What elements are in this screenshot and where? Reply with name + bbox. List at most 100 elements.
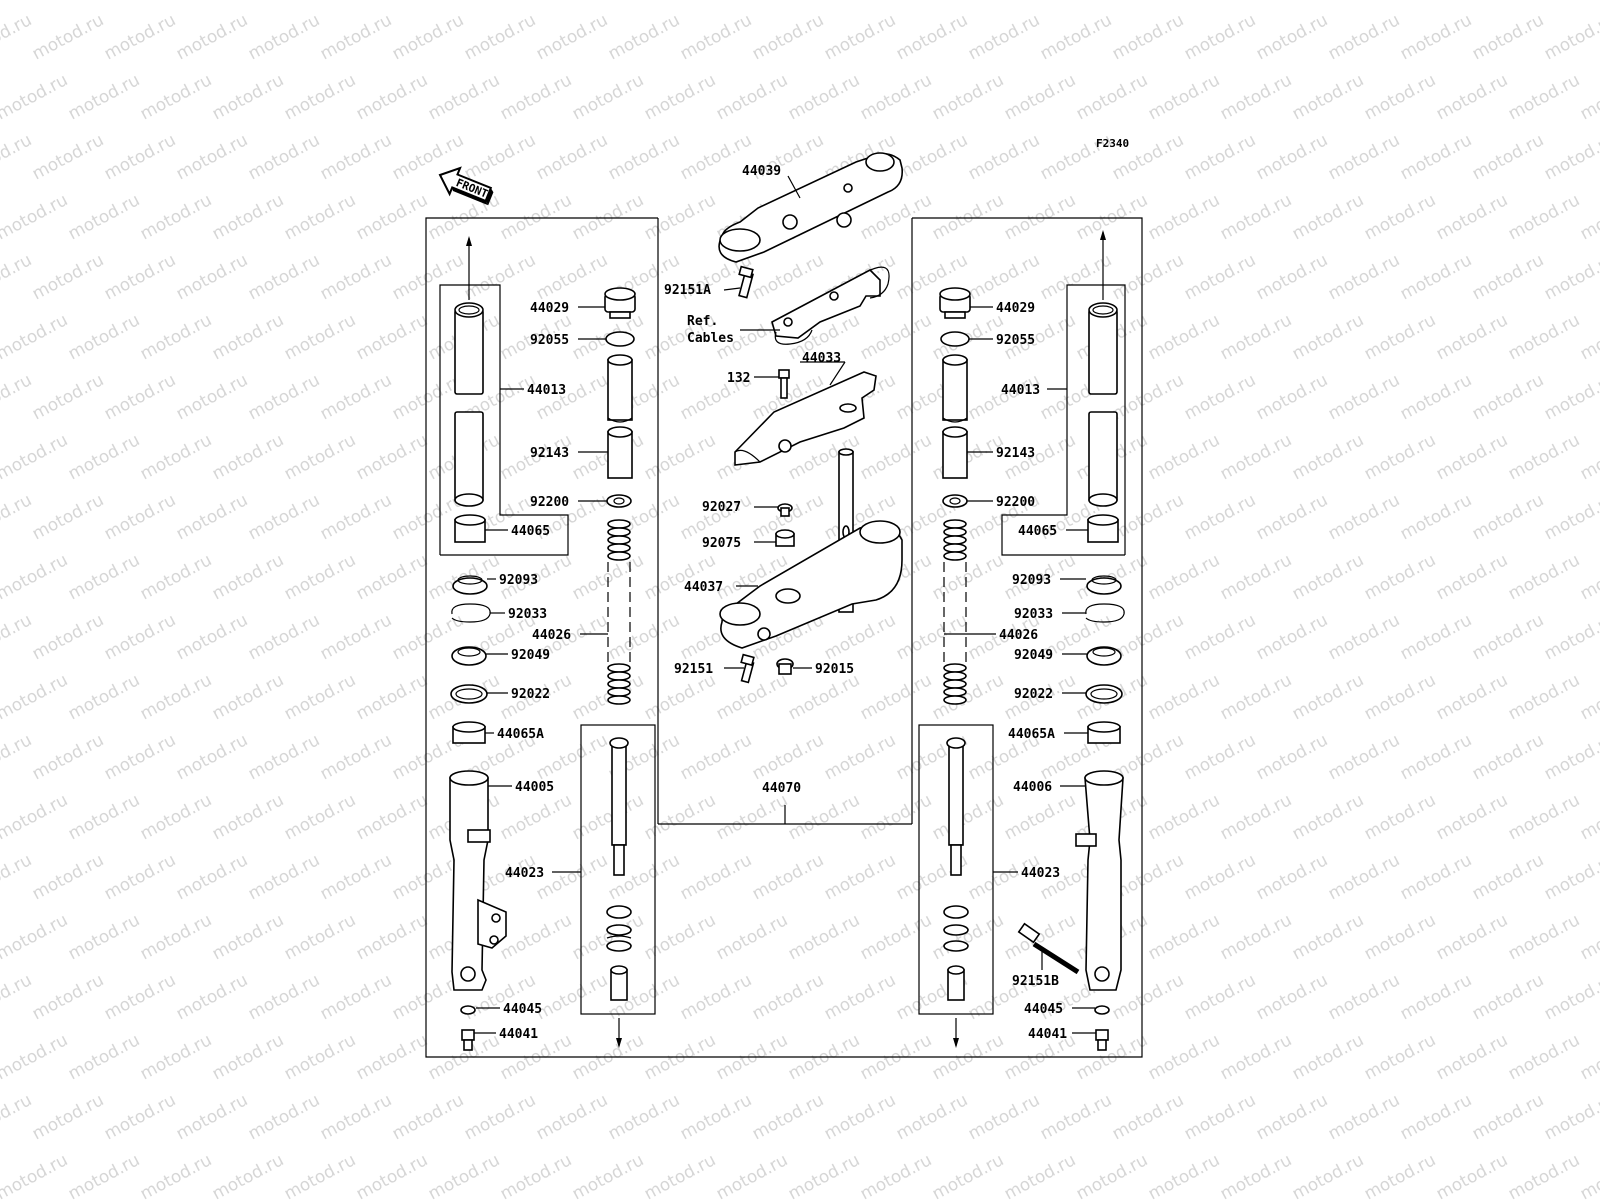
watermark-text: motod.ru (0, 670, 71, 724)
watermark-text: motod.ru (605, 10, 683, 64)
part-labels: 44039 92151A Ref. Cables 44033 132 92027… (497, 164, 1067, 1042)
watermark-text: motod.ru (1181, 730, 1259, 784)
watermark-text: motod.ru (713, 1150, 791, 1200)
label-right-44041: 44041 (1028, 1027, 1067, 1042)
cable-bracket (771, 266, 890, 345)
watermark-text: motod.ru (1433, 790, 1511, 844)
watermark-text: motod.ru (713, 0, 791, 4)
watermark-text: motod.ru (1361, 1150, 1439, 1200)
watermark-text: motod.ru (641, 190, 719, 244)
watermark-text: motod.ru (713, 790, 791, 844)
watermark-text: motod.ru (209, 670, 287, 724)
watermark-text: motod.ru (1145, 1030, 1223, 1084)
watermark-text: motod.ru (137, 790, 215, 844)
label-right-92055: 92055 (996, 333, 1035, 348)
watermark-text: motod.ru (1397, 850, 1475, 904)
watermark-text: motod.ru (749, 10, 827, 64)
watermark-text: motod.ru (749, 1090, 827, 1144)
watermark-text: motod.ru (1541, 850, 1600, 904)
watermark-text: motod.ru (1505, 310, 1583, 364)
watermark-text: motod.ru (857, 0, 935, 4)
watermark-text: motod.ru (353, 550, 431, 604)
watermark-text: motod.ru (749, 250, 827, 304)
watermark-text: motod.ru (137, 1030, 215, 1084)
watermark-text: motod.ru (281, 1030, 359, 1084)
watermark-text: motod.ru (0, 370, 35, 424)
watermark-text: motod.ru (1505, 190, 1583, 244)
watermark-text: motod.ru (497, 70, 575, 124)
watermark-text: motod.ru (569, 190, 647, 244)
watermark-text: motod.ru (1325, 370, 1403, 424)
washer-92027 (777, 503, 793, 517)
watermark-text: motod.ru (1361, 190, 1439, 244)
watermark-text: motod.ru (1217, 190, 1295, 244)
bolt-132 (778, 369, 790, 399)
watermark-text: motod.ru (605, 610, 683, 664)
watermark-text: motod.ru (1361, 550, 1439, 604)
watermark-text: motod.ru (1577, 1030, 1600, 1084)
watermark-text: motod.ru (317, 730, 395, 784)
watermark-text: motod.ru (1469, 1090, 1547, 1144)
watermark-text: motod.ru (353, 1150, 431, 1200)
watermark-text: motod.ru (533, 970, 611, 1024)
watermark-text: motod.ru (857, 670, 935, 724)
watermark-text: motod.ru (1325, 850, 1403, 904)
watermark-text: motod.ru (353, 910, 431, 964)
watermark-text: motod.ru (1145, 310, 1223, 364)
watermark-text: motod.ru (1577, 0, 1600, 4)
watermark-text: motod.ru (137, 190, 215, 244)
label-left-44065a: 44065A (497, 727, 544, 742)
label-44006: 44006 (1013, 780, 1052, 795)
watermark-text: motod.ru (1541, 130, 1600, 184)
watermark-text: motod.ru (1289, 0, 1367, 4)
watermark-text: motod.ru (893, 1090, 971, 1144)
watermark-text: motod.ru (245, 730, 323, 784)
watermark-text: motod.ru (317, 610, 395, 664)
watermark-text: motod.ru (1109, 1090, 1187, 1144)
watermark-text: motod.ru (101, 970, 179, 1024)
nut-92015 (776, 658, 794, 675)
watermark-text: motod.ru (641, 790, 719, 844)
watermark-text: motod.ru (569, 70, 647, 124)
watermark-text: motod.ru (1361, 310, 1439, 364)
watermark-text: motod.ru (65, 550, 143, 604)
watermark-text: motod.ru (1181, 610, 1259, 664)
watermark-text: motod.ru (353, 670, 431, 724)
watermark-text: motod.ru (245, 610, 323, 664)
watermark-text: motod.ru (281, 310, 359, 364)
watermark-text: motod.ru (1577, 1150, 1600, 1200)
watermark-text: motod.ru (101, 130, 179, 184)
watermark-text: motod.ru (281, 670, 359, 724)
label-right-92049: 92049 (1014, 648, 1053, 663)
watermark-text: motod.ru (1217, 1030, 1295, 1084)
watermark-text: motod.ru (1469, 970, 1547, 1024)
watermark-text: motod.ru (821, 610, 899, 664)
watermark-text: motod.ru (0, 1150, 71, 1200)
label-left-92033: 92033 (508, 607, 547, 622)
watermark-text: motod.ru (353, 310, 431, 364)
label-right-44023: 44023 (1021, 866, 1060, 881)
watermark-text: motod.ru (1001, 790, 1079, 844)
watermark-text: motod.ru (137, 70, 215, 124)
label-right-92093: 92093 (1012, 573, 1051, 588)
watermark-text: motod.ru (0, 910, 71, 964)
watermark-text: motod.ru (317, 250, 395, 304)
watermark-text: motod.ru (1073, 1150, 1151, 1200)
watermark-text: motod.ru (209, 70, 287, 124)
watermark-text: motod.ru (929, 70, 1007, 124)
watermark-text: motod.ru (281, 430, 359, 484)
watermark-text: motod.ru (29, 970, 107, 1024)
watermark-text: motod.ru (65, 70, 143, 124)
figure-code: F2340 (1096, 137, 1129, 150)
watermark-text: motod.ru (1541, 730, 1600, 784)
watermark-text: motod.ru (677, 1090, 755, 1144)
watermark-text: motod.ru (425, 1150, 503, 1200)
watermark-text: motod.ru (461, 130, 539, 184)
watermark-text: motod.ru (821, 730, 899, 784)
watermark-text: motod.ru (1289, 670, 1367, 724)
watermark-text: motod.ru (137, 670, 215, 724)
watermark-text: motod.ru (353, 0, 431, 4)
watermark-text: motod.ru (137, 910, 215, 964)
watermark-text: motod.ru (1397, 970, 1475, 1024)
watermark-text: motod.ru (1325, 490, 1403, 544)
